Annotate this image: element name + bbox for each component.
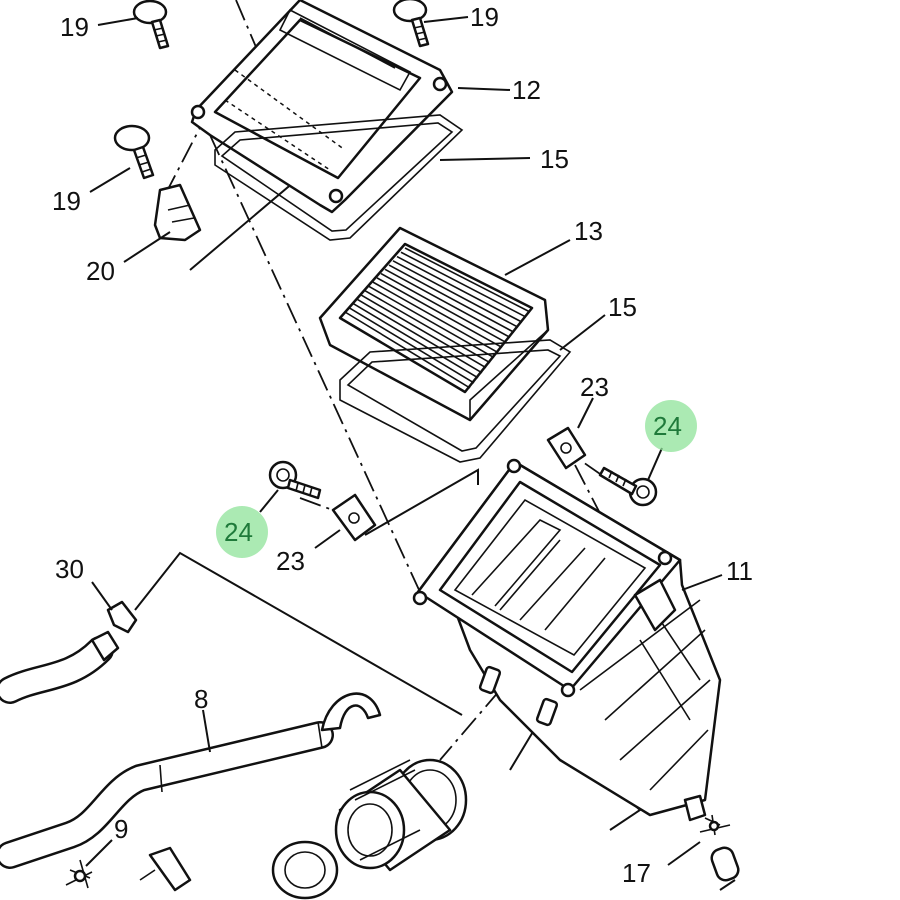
callout-13[interactable]: 13 <box>574 216 603 246</box>
callout-9[interactable]: 9 <box>114 814 128 844</box>
filter-pleat <box>372 281 499 354</box>
callout-19-top-left[interactable]: 19 <box>60 12 89 42</box>
connector-fitting[interactable] <box>139 846 192 892</box>
filter-pleat <box>396 255 523 323</box>
filter-pleat <box>400 251 527 318</box>
filter-pleats <box>344 247 531 389</box>
filter-pleat <box>356 298 483 374</box>
callout-24-right[interactable]: 24 <box>653 411 682 441</box>
callout-12[interactable]: 12 <box>512 75 541 105</box>
u-nut-23-right[interactable] <box>546 426 587 470</box>
air-filter-case[interactable] <box>412 458 722 822</box>
callout-15-upper[interactable]: 15 <box>540 144 569 174</box>
callout-19-top-right[interactable]: 19 <box>470 2 499 32</box>
callout-30[interactable]: 30 <box>55 554 84 584</box>
breather-hose-8[interactable] <box>0 692 382 869</box>
callout-11[interactable]: 11 <box>726 556 753 586</box>
hose-clamp-bottom[interactable] <box>271 840 339 900</box>
callout-23-left[interactable]: 23 <box>276 546 305 576</box>
bolt-19-top-right[interactable] <box>392 0 430 48</box>
clip-30[interactable] <box>106 600 138 634</box>
clip-9[interactable] <box>65 859 93 889</box>
u-nut-23-left[interactable] <box>331 493 377 542</box>
cover-gasket <box>214 114 464 241</box>
drain-plug-17[interactable] <box>699 814 741 883</box>
callout-24-left[interactable]: 24 <box>224 517 253 547</box>
bolt-24-left[interactable] <box>268 460 322 500</box>
air-filter-element[interactable] <box>318 226 550 422</box>
intake-joint[interactable] <box>334 758 468 872</box>
element-gasket <box>339 339 572 463</box>
filter-pleat <box>376 277 503 349</box>
callout-23-right[interactable]: 23 <box>580 372 609 402</box>
callout-8[interactable]: 8 <box>194 684 208 714</box>
bolt-24-right[interactable] <box>598 466 658 507</box>
highlight-circle-24-right <box>645 400 697 452</box>
bolt-19-top-left[interactable] <box>132 0 170 50</box>
filter-pleat <box>392 260 519 328</box>
filter-pleat <box>380 272 507 344</box>
bolt-19-left[interactable] <box>113 124 155 180</box>
leader-lines <box>85 16 736 891</box>
callout-19-left[interactable]: 19 <box>52 186 81 216</box>
filter-pleat <box>348 307 475 384</box>
clamp-20[interactable] <box>153 183 202 242</box>
filter-pleat <box>364 289 491 364</box>
highlight-circle-24-left <box>216 506 268 558</box>
callout-15-lower[interactable]: 15 <box>608 292 637 322</box>
filter-pleat <box>388 264 515 333</box>
callout-20[interactable]: 20 <box>86 256 115 286</box>
filter-pleat <box>404 247 531 313</box>
filter-pleat <box>352 302 479 379</box>
drain-hose[interactable] <box>0 630 120 704</box>
callout-17[interactable]: 17 <box>622 858 651 888</box>
filter-pleat <box>384 268 511 339</box>
